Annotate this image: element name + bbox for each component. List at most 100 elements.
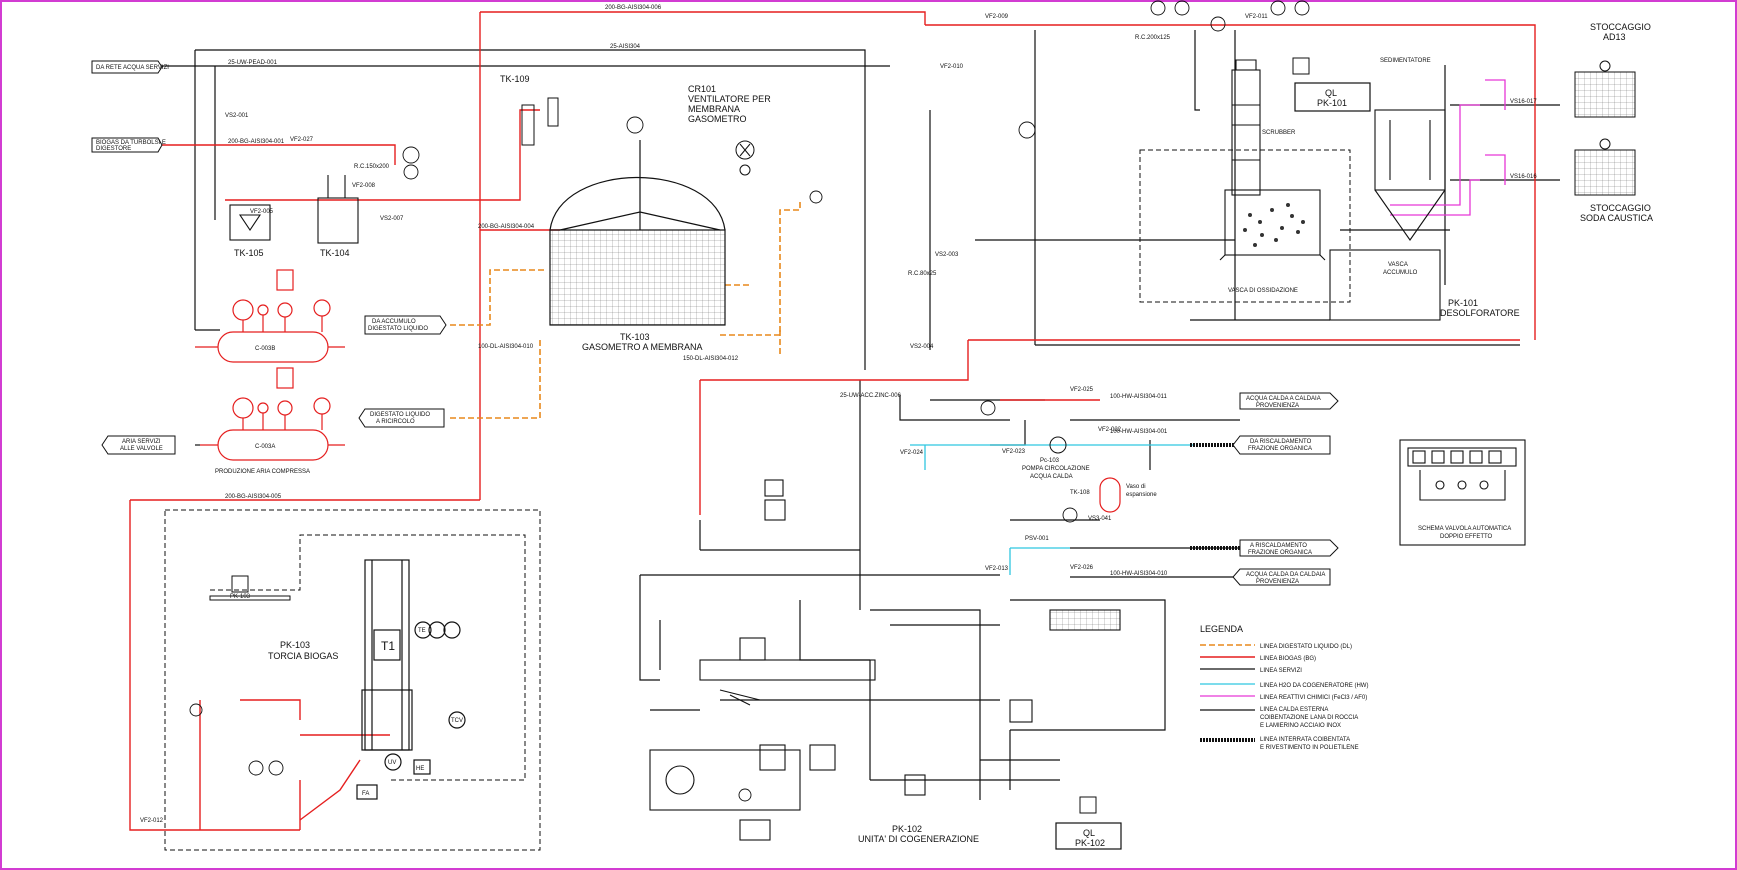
pk103-panel-icon	[231, 575, 249, 593]
valve-vf2-009: VF2-009	[985, 14, 1009, 20]
legend: LEGENDA LINEA DIGESTATO LIQUIDO (DL) LIN…	[1200, 624, 1368, 751]
label-pump-name-1: POMPA CIRCOLAZIONE	[1022, 466, 1090, 472]
storage-tote-soda	[1574, 138, 1636, 196]
cr101-fan	[735, 140, 755, 176]
label-torch: TORCIA BIOGAS	[268, 651, 338, 661]
label-pk103: PK-103	[280, 640, 310, 650]
ql-pk101-icon	[1292, 57, 1310, 75]
service-lines	[160, 30, 1560, 800]
valve-vf2-008: VF2-008	[352, 183, 376, 189]
label-cr101-line2: MEMBRANA	[688, 104, 740, 114]
valve-vf2-012: VF2-012	[140, 818, 164, 824]
ql-pk102-box	[1055, 822, 1122, 850]
valve-vs16-017: VS16-017	[1510, 99, 1537, 105]
tk109-vessel	[521, 97, 559, 146]
label-ql-pk101: PK-101	[1317, 98, 1347, 108]
label-tk109: TK-109	[500, 74, 530, 84]
digestate-lines	[450, 200, 801, 419]
valve-psv-001: PSV-001	[1025, 536, 1049, 542]
label-tk103: TK-103	[620, 332, 650, 342]
text-caldaia-2: PROVENIENZA	[1256, 403, 1299, 409]
outlet-a-riscaldamento	[1239, 539, 1339, 557]
line-rete: 25-UW-PEAD-001	[228, 60, 278, 66]
text-accumulo-1: DA ACCUMULO	[372, 319, 416, 325]
cogeneration-unit	[649, 479, 1121, 841]
line-labels: 200-BG-AISI304-006 25-AISI304 25-UW-PEAD…	[140, 5, 1537, 824]
rc-80-25: R.C.80x25	[908, 271, 937, 277]
rc-150: R.C.150x200	[354, 164, 390, 170]
label-ql2: QL	[1083, 828, 1095, 838]
valve-vs16-016: VS16-016	[1510, 174, 1537, 180]
legend-label-hot-3: E LAMIERINO ACCIAIO INOX	[1260, 723, 1341, 729]
valve-vf2-005: VF2-005	[250, 209, 274, 215]
label-compressed-air: PRODUZIONE ARIA COMPRESSA	[215, 469, 310, 475]
inlet-biogas	[91, 137, 163, 153]
legend-label-biogas: LINEA BIOGAS (BG)	[1260, 656, 1316, 662]
label-t1: T1	[381, 639, 395, 653]
label-vasca-accumulo-2: ACCUMULO	[1383, 270, 1418, 276]
label-cr101-line1: VENTILATORE PER	[688, 94, 771, 104]
line-dl-012: 150-DL-AISI304-012	[683, 356, 739, 362]
valve-vf2-024: VF2-024	[900, 450, 924, 456]
oxidation-tank	[1219, 189, 1326, 261]
label-scrubber: SCRUBBER	[1262, 130, 1296, 136]
rc-200-125: R.C.200x125	[1135, 35, 1171, 41]
label-cr101-line3: GASOMETRO	[688, 114, 747, 124]
biogas-lines	[129, 11, 1536, 831]
inlet-labels: DA RETE ACQUA SERVIZI BIOGAS DA TURBOLSI…	[96, 65, 1325, 585]
outlet-caldaia	[1239, 392, 1339, 410]
text-a-riscaldamento-1: A RISCALDAMENTO	[1250, 543, 1307, 549]
line-torch: 200-BG-AISI304-005	[225, 494, 282, 500]
legend-label-buried-2: E RIVESTIMENTO IN POLIETILENE	[1260, 745, 1359, 751]
text-aria-1: ARIA SERVIZI	[122, 439, 161, 445]
chemical-lines	[1390, 79, 1506, 216]
legend-label-hot-2: COIBENTAZIONE LANA DI ROCCIA	[1260, 715, 1358, 721]
label-vasca-accumulo-1: VASCA	[1388, 262, 1408, 268]
label-tk103-name: GASOMETRO A MEMBRANA	[582, 342, 703, 352]
valve-vs3-041: VS3-041	[1088, 516, 1112, 522]
text-rete-acqua: DA RETE ACQUA SERVIZI	[96, 65, 169, 71]
valve-vs2-001: VS2-001	[225, 113, 249, 119]
valve-vf2-011: VF2-011	[1245, 14, 1268, 20]
line-hw-011: 100-HW-AISI304-011	[1110, 394, 1167, 400]
valve-vf2-022: VF2-022	[1098, 427, 1122, 433]
storage-tote-ad13	[1574, 60, 1636, 118]
label-vaso-2: espansione	[1126, 492, 1157, 498]
text-aria-2: ALLE VALVOLE	[120, 446, 163, 452]
text-riscaldamento-2: FRAZIONE ORGANICA	[1248, 446, 1312, 452]
label-pk102: PK-102	[892, 824, 922, 834]
text-a-riscaldamento-2: FRAZIONE ORGANICA	[1248, 550, 1312, 556]
insulated-lines	[1190, 443, 1240, 550]
text-biogas-1: BIOGAS DA TURBOLSI E	[96, 140, 166, 146]
label-stoccaggio-ad13-2: AD13	[1603, 32, 1626, 42]
text-ricircolo-2: A RICIRCOLO	[376, 419, 415, 425]
label-schema-2: DOPPIO EFFETTO	[1440, 534, 1493, 540]
valve-vs2-004: VS2-004	[910, 344, 934, 350]
label-stoccaggio-soda-1: STOCCAGGIO	[1590, 203, 1651, 213]
text-caldaia2-2: PROVENIENZA	[1256, 579, 1299, 585]
valve-vf2-013: VF2-013	[985, 566, 1009, 572]
equipment-labels: TK-105 TK-104 TK-109 TK-103 GASOMETRO A …	[215, 22, 1653, 848]
valve-vf2-025: VF2-025	[1070, 387, 1094, 393]
label-tcv: TCV	[451, 718, 463, 724]
label-stoccaggio-soda-2: SODA CAUSTICA	[1580, 213, 1653, 223]
inlet-tags	[91, 60, 1339, 586]
tk105-tank	[229, 204, 271, 241]
line-hw-001: 100-HW-AISI304-001	[1110, 429, 1168, 435]
text-caldaia-1: ACQUA CALDA A CALDAIA	[1246, 396, 1321, 402]
ql-pk102-icon	[1079, 796, 1097, 814]
label-fa: FA	[362, 791, 369, 797]
ql-pk101-box	[1294, 82, 1371, 112]
label-schema-1: SCHEMA VALVOLA AUTOMATICA	[1418, 526, 1511, 532]
pk103-skid	[209, 595, 291, 601]
line-hw-010: 100-HW-AISI304-010	[1110, 571, 1168, 577]
text-biogas-2: DIGESTORE	[96, 146, 131, 152]
line-biogas-in: 200-BG-AISI304-001	[228, 139, 285, 145]
valve-schema-box	[1399, 439, 1526, 546]
oxidation-bubbles	[1243, 203, 1305, 247]
label-pump-pc103: Pc-103	[1040, 458, 1060, 464]
valve-vs2-003: VS2-003	[935, 252, 959, 258]
tk103-gasholder	[549, 140, 726, 326]
legend-label-cogen: LINEA H2O DA COGENERATORE (HW)	[1260, 683, 1368, 689]
